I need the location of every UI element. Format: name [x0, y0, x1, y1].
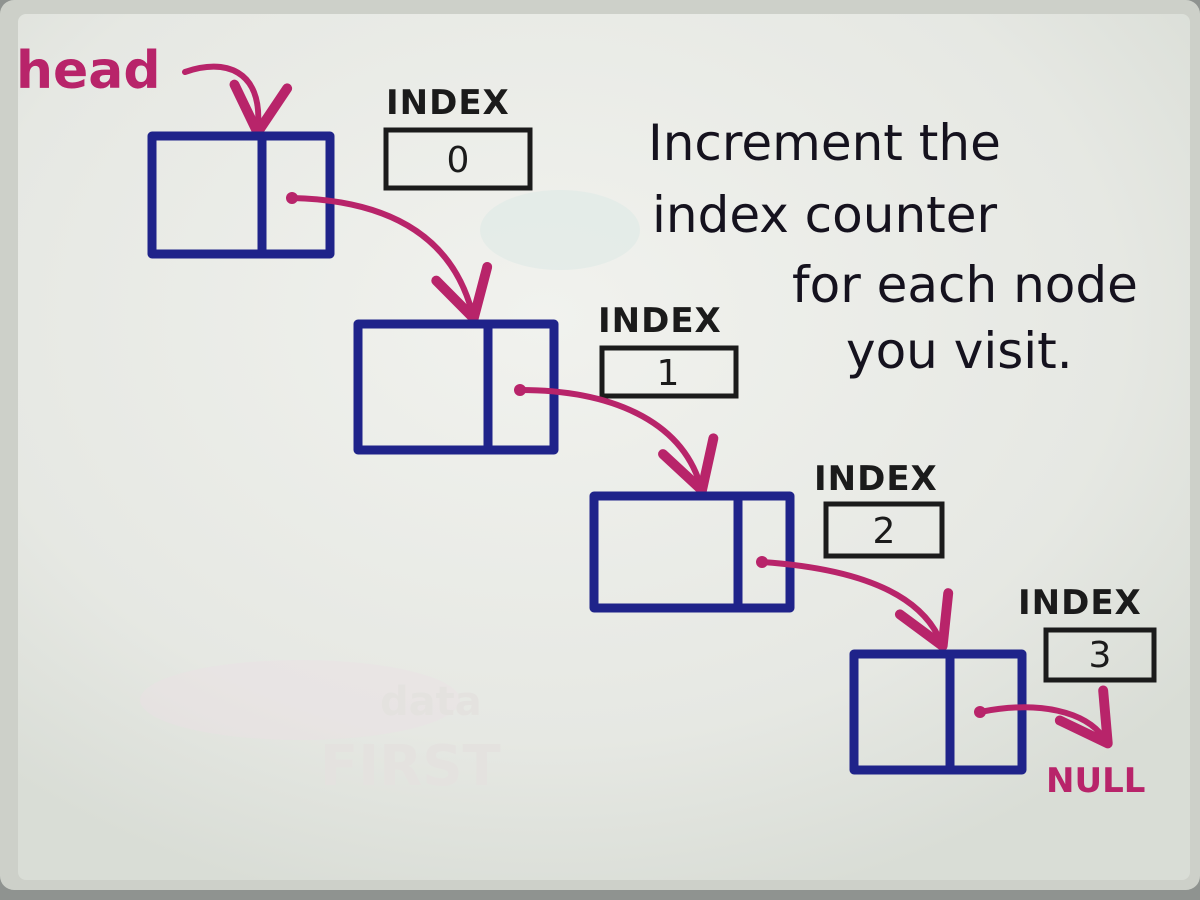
index-box — [599, 345, 739, 399]
index-box — [1043, 627, 1157, 683]
index-box — [823, 501, 945, 559]
index-label: INDEX — [386, 83, 510, 123]
node-3 — [849, 649, 1027, 775]
null-pointer-arrow — [977, 685, 1113, 749]
ghost-text-data: data — [380, 679, 482, 725]
next-pointer-arrow — [289, 195, 493, 324]
board-surface — [18, 14, 1190, 880]
index-label: INDEX — [1018, 583, 1142, 623]
next-pointer-arrow — [517, 387, 719, 496]
note-line-3: for each node — [792, 256, 1138, 314]
node-box — [147, 131, 335, 259]
head-label: head — [16, 41, 161, 101]
node-box — [353, 319, 559, 455]
index-label: INDEX — [814, 459, 938, 499]
node-box — [849, 649, 1027, 775]
eraser-smudge — [140, 660, 460, 740]
instruction-note: Increment the index counter for each nod… — [648, 114, 1138, 380]
note-line-2: index counter — [652, 186, 998, 244]
index-value-2: 2 — [873, 511, 896, 552]
node-1 — [353, 319, 559, 455]
index-value-3: 3 — [1089, 635, 1112, 676]
index-value-0: 0 — [447, 140, 470, 181]
index-label: INDEX — [598, 301, 722, 341]
eraser-smudge — [480, 190, 640, 270]
note-line-1: Increment the — [648, 114, 1001, 172]
node-box — [589, 491, 795, 613]
ghost-text-first: FIRST — [320, 734, 501, 799]
index-value-1: 1 — [657, 353, 680, 394]
index-box — [383, 127, 533, 191]
null-label: NULL — [1046, 761, 1145, 801]
node-0 — [147, 131, 335, 259]
next-pointer-arrow — [759, 559, 954, 651]
note-line-4: you visit. — [846, 322, 1073, 380]
head-pointer-arrow — [182, 63, 293, 138]
node-2 — [589, 491, 795, 613]
